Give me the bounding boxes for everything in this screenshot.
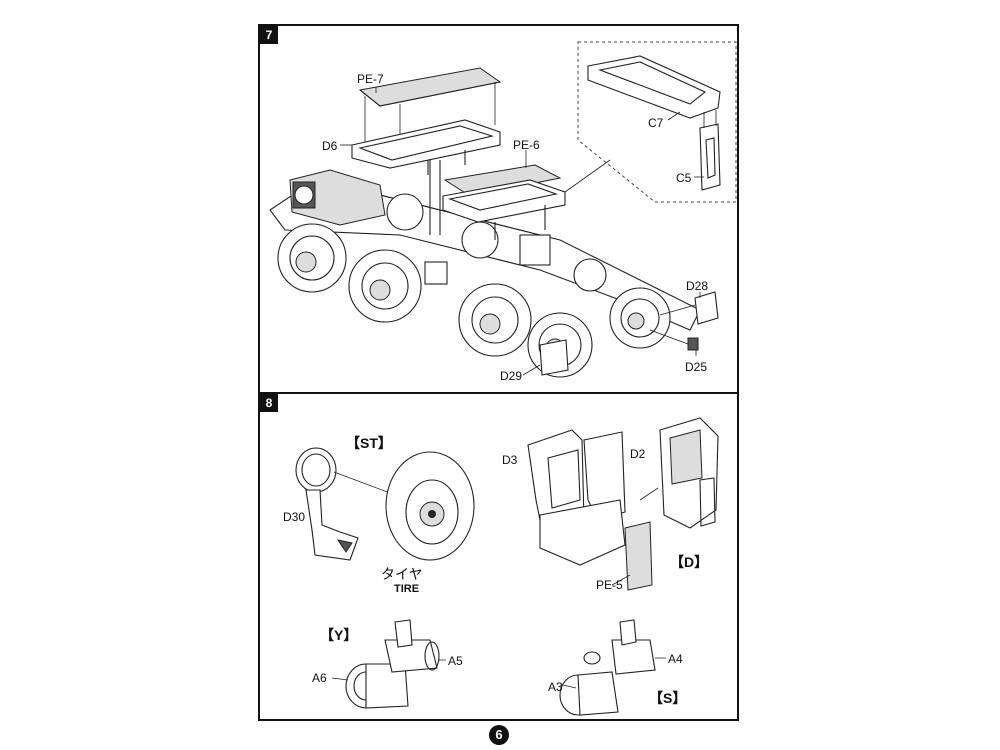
grate-platform-upper: [351, 67, 502, 175]
label-pe6: PE-6: [513, 138, 540, 152]
detail-inset-c7-c5: [564, 41, 737, 203]
label-d2: D2: [630, 447, 646, 461]
label-pe7: PE-7: [357, 72, 384, 86]
label-a6: A6: [312, 671, 327, 685]
label-d30: D30: [283, 510, 306, 524]
tag-st: 【ST】: [346, 435, 392, 451]
step-7-number: 7: [260, 26, 278, 44]
label-d28: D28: [686, 279, 709, 293]
step-divider: [258, 392, 739, 394]
step-8-number: 8: [260, 394, 278, 412]
label-d6: D6: [322, 139, 338, 153]
tag-d: 【D】: [670, 554, 709, 570]
air-tank-assembly-s: [559, 619, 666, 716]
label-d25: D25: [685, 360, 708, 374]
instruction-frame: [258, 24, 739, 721]
label-a4: A4: [668, 652, 683, 666]
spare-tire-assembly: [295, 447, 475, 561]
label-c7: C7: [648, 116, 664, 130]
battery-box-assembly: [527, 417, 719, 591]
label-tire-jp: タイヤ: [381, 567, 423, 583]
page-number: 6: [489, 725, 509, 745]
air-tank-assembly-y: [331, 619, 446, 709]
label-pe5: PE-5: [596, 578, 623, 592]
tag-s: 【S】: [649, 690, 687, 706]
label-d29: D29: [500, 369, 523, 383]
tag-y: 【Y】: [320, 627, 358, 643]
label-c5: C5: [676, 171, 692, 185]
label-a5: A5: [448, 654, 463, 668]
label-a3: A3: [548, 680, 563, 694]
label-d3: D3: [502, 453, 518, 467]
label-tire-en: TIRE: [394, 583, 420, 595]
step-7-leaders: [340, 87, 704, 376]
grate-platform-lower: [442, 164, 566, 240]
mudflap-parts: [539, 291, 719, 376]
